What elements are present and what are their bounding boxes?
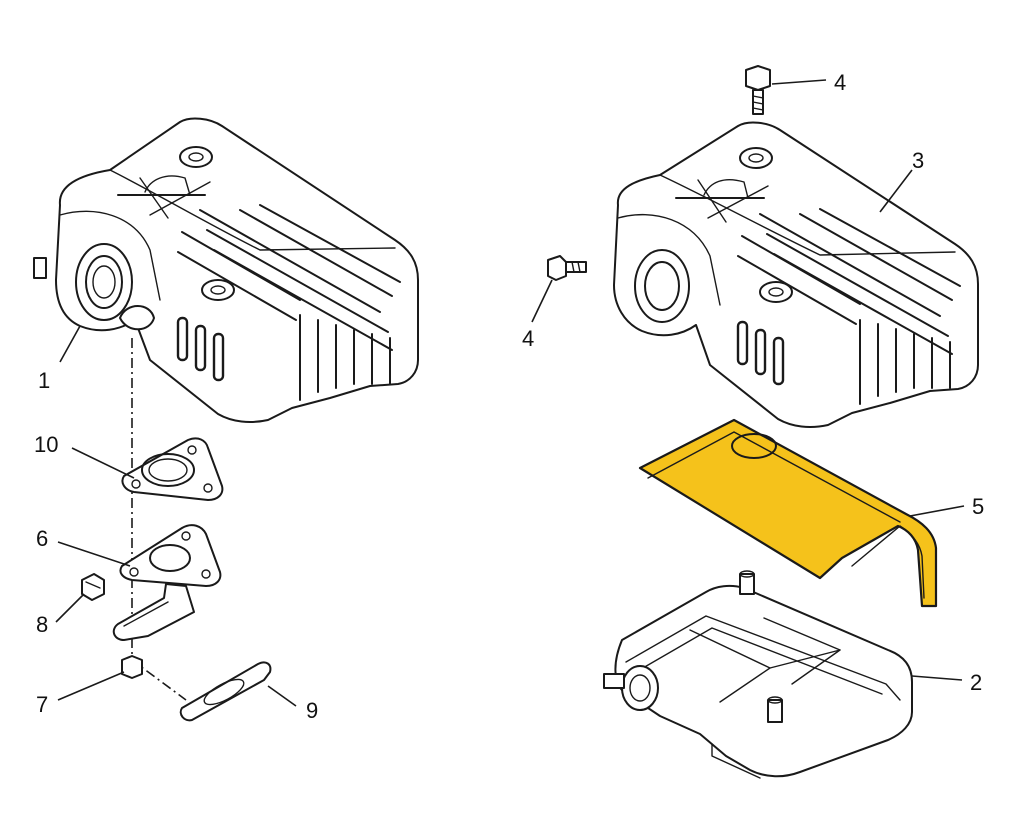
heat-shield: [638, 418, 938, 608]
callout-5: 5: [972, 494, 984, 519]
leader-lines: [55, 79, 965, 707]
callout-2: 2: [970, 670, 982, 695]
flange-bracket: [112, 524, 222, 641]
callout-1: 1: [38, 368, 50, 393]
callout-3: 3: [912, 148, 924, 173]
callout-8: 8: [36, 612, 48, 637]
muffler-assembly-left: [33, 117, 419, 423]
gasket-bottom: [179, 661, 272, 722]
callout-9: 9: [306, 698, 318, 723]
callout-7: 7: [36, 692, 48, 717]
heat-shield-plate: [638, 418, 938, 608]
nut-7: [121, 655, 143, 679]
heat-shield-hole: [731, 433, 777, 459]
callout-10: 10: [34, 432, 58, 457]
screw-top: [745, 65, 771, 115]
muffler-lower-right: [603, 570, 913, 779]
gasket-top: [121, 437, 224, 501]
callout-6: 6: [36, 526, 48, 551]
callout-4-top: 4: [834, 70, 846, 95]
muffler-cover-right: [613, 121, 979, 428]
nut-8: [81, 573, 105, 601]
callout-4-side: 4: [522, 326, 534, 351]
center-line: [131, 338, 187, 701]
screw-side: [547, 255, 587, 281]
